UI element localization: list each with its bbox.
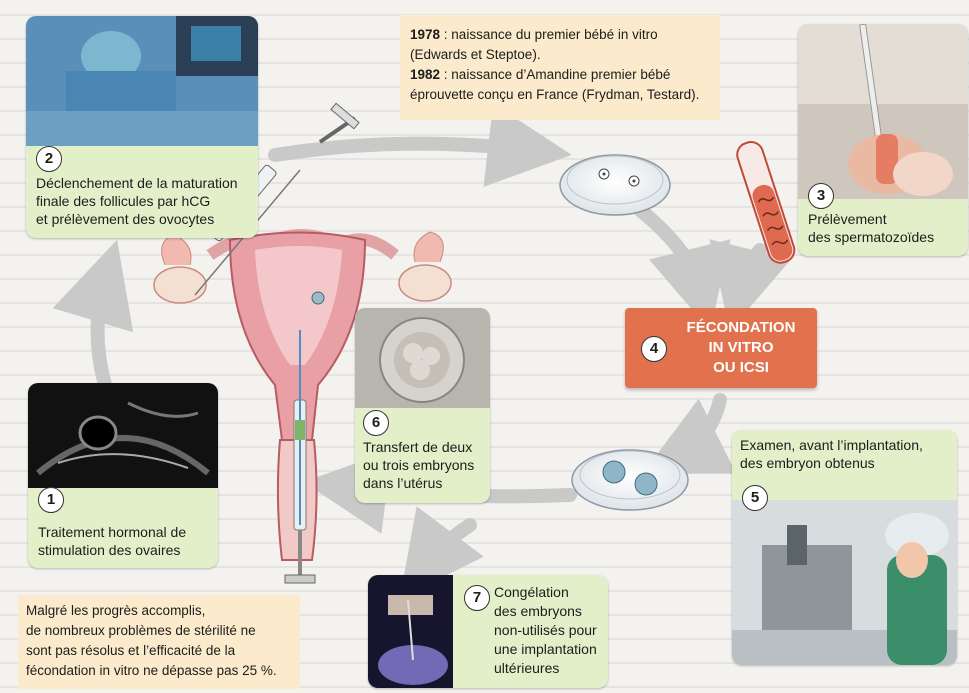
caption-line: FÉCONDATION [671, 318, 811, 338]
step-3-caption: Prélèvement des spermatozoïdes [808, 210, 934, 246]
year-1982: 1982 [410, 67, 440, 82]
history-text-1a: : naissance du premier bébé in vitro [440, 27, 658, 42]
history-text-2a: : naissance d’Amandine premier bébé [440, 67, 670, 82]
caption-line: Examen, avant l’implantation, [740, 436, 923, 454]
caption-line: et prélèvement des ovocytes [36, 210, 238, 228]
step-5-number: 5 [742, 485, 768, 511]
step-2-card: 2 Déclenchement de la maturation finale … [26, 16, 258, 238]
petri-dish-oocytes [560, 155, 670, 215]
caption-line: OU ICSI [671, 358, 811, 378]
caption-line: Prélèvement [808, 210, 934, 228]
step-5-caption: Examen, avant l’implantation, des embryo… [740, 436, 923, 472]
step-6-card: 6 Transfert de deux ou trois embryons da… [355, 308, 490, 503]
caption-line: Traitement hormonal de [38, 523, 186, 541]
caption-line: Déclenchement de la maturation [36, 174, 238, 192]
arrow-fiv-to-embryos [680, 400, 720, 455]
sperm-pipette-photo [798, 24, 968, 199]
history-line-1: 1978 : naissance du premier bébé in vitr… [410, 25, 710, 45]
step-1-caption: Traitement hormonal de stimulation des o… [38, 523, 186, 559]
caption-line: des spermatozoïdes [808, 228, 934, 246]
history-text-2b: éprouvette conçu en France (Frydman, Tes… [410, 85, 710, 105]
operating-room-photo [26, 16, 258, 146]
history-text-1b: (Edwards et Steptoe). [410, 45, 710, 65]
arrow-to-dish [275, 144, 530, 155]
note-line: fécondation in vitro ne dépasse pas 25 %… [26, 661, 292, 681]
caption-line: des embryon obtenus [740, 454, 923, 472]
petri-dish-embryos [572, 450, 688, 510]
caption-line: stimulation des ovaires [38, 541, 186, 559]
caption-line: des embryons [494, 602, 597, 621]
year-1978: 1978 [410, 27, 440, 42]
test-tube-sperm [734, 139, 797, 266]
caption-line: finale des follicules par hCG [36, 192, 238, 210]
caption-line: non-utilisés pour [494, 621, 597, 640]
step-7-number: 7 [464, 585, 490, 611]
step-2-number: 2 [36, 146, 62, 172]
caption-line: une implantation [494, 640, 597, 659]
caption-line: Transfert de deux [363, 438, 474, 456]
step-2-caption: Déclenchement de la maturation finale de… [36, 174, 238, 228]
note-line: sont pas résolus et l’efficacité de la [26, 641, 292, 661]
history-line-2: 1982 : naissance d’Amandine premier bébé [410, 65, 710, 85]
caption-line: ultérieures [494, 659, 597, 678]
step-1-card: 1 Traitement hormonal de stimulation des… [28, 383, 218, 568]
arrow-dish-to-fiv [640, 210, 700, 290]
step-7-card: 7 Congélation des embryons non-utilisés … [368, 575, 608, 688]
step-6-caption: Transfert de deux ou trois embryons dans… [363, 438, 474, 492]
caption-line: Congélation [494, 583, 597, 602]
arrow-left-up [98, 280, 106, 385]
caption-line: IN VITRO [671, 338, 811, 358]
step-7-caption: Congélation des embryons non-utilisés po… [494, 583, 597, 678]
history-note: 1978 : naissance du premier bébé in vitr… [400, 15, 720, 120]
step-3-number: 3 [808, 183, 834, 209]
caption-line: dans l’utérus [363, 474, 474, 492]
step-4-fecondation-box: 4 FÉCONDATION IN VITRO OU ICSI [625, 308, 817, 388]
embryo-freezing-photo [368, 575, 453, 688]
step-1-number: 1 [38, 487, 64, 513]
step-4-number: 4 [641, 336, 667, 362]
note-line: de nombreux problèmes de stérilité ne [26, 621, 292, 641]
step-6-number: 6 [363, 410, 389, 436]
caption-line: ou trois embryons [363, 456, 474, 474]
embryo-microscope-photo [355, 308, 490, 408]
note-line: Malgré les progrès accomplis, [26, 601, 292, 621]
efficacy-note: Malgré les progrès accomplis, de nombreu… [18, 595, 300, 689]
ovary-ultrasound-photo [28, 383, 218, 488]
step-5-card: Examen, avant l’implantation, des embryo… [732, 430, 957, 665]
step-4-caption: FÉCONDATION IN VITRO OU ICSI [671, 318, 811, 378]
arrow-tube-to-fiv [740, 250, 760, 290]
arrow-to-freezing [425, 525, 470, 565]
step-3-card: 3 Prélèvement des spermatozoïdes [798, 24, 968, 256]
